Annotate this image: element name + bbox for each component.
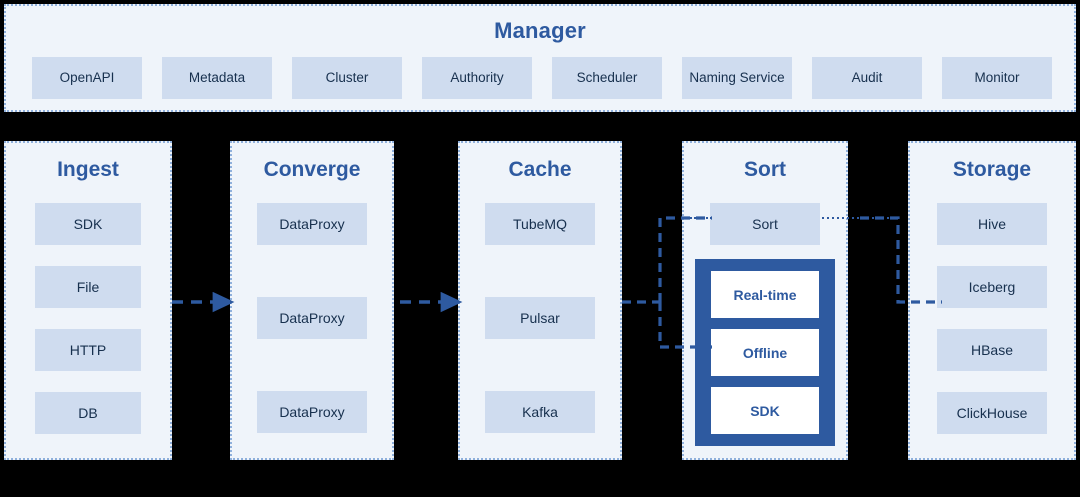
converge-item-list: DataProxy DataProxy DataProxy bbox=[232, 203, 392, 448]
manager-module-scheduler[interactable]: Scheduler bbox=[552, 57, 662, 99]
manager-module-list: OpenAPI Metadata Cluster Authority Sched… bbox=[32, 57, 1052, 99]
manager-module-metadata[interactable]: Metadata bbox=[162, 57, 272, 99]
ingest-item-sdk[interactable]: SDK bbox=[35, 203, 141, 245]
manager-module-naming-service[interactable]: Naming Service bbox=[682, 57, 792, 99]
converge-item-dataproxy-3[interactable]: DataProxy bbox=[257, 391, 367, 433]
column-ingest: Ingest SDK File HTTP DB bbox=[4, 141, 172, 460]
converge-item-dataproxy-2[interactable]: DataProxy bbox=[257, 297, 367, 339]
storage-item-hbase[interactable]: HBase bbox=[937, 329, 1047, 371]
manager-module-authority[interactable]: Authority bbox=[422, 57, 532, 99]
column-title-sort: Sort bbox=[744, 158, 786, 181]
cache-item-pulsar[interactable]: Pulsar bbox=[485, 297, 595, 339]
cache-item-tubemq[interactable]: TubeMQ bbox=[485, 203, 595, 245]
manager-module-openapi[interactable]: OpenAPI bbox=[32, 57, 142, 99]
column-title-converge: Converge bbox=[263, 158, 361, 181]
storage-item-hive[interactable]: Hive bbox=[937, 203, 1047, 245]
cache-item-kafka[interactable]: Kafka bbox=[485, 391, 595, 433]
sort-engine-sdk[interactable]: SDK bbox=[711, 387, 819, 434]
column-title-storage: Storage bbox=[952, 158, 1032, 181]
storage-item-iceberg[interactable]: Iceberg bbox=[937, 266, 1047, 308]
converge-item-dataproxy-1[interactable]: DataProxy bbox=[257, 203, 367, 245]
ingest-item-file[interactable]: File bbox=[35, 266, 141, 308]
storage-item-clickhouse[interactable]: ClickHouse bbox=[937, 392, 1047, 434]
column-title-ingest: Ingest bbox=[57, 158, 119, 181]
sort-engine-stack: Real-time Offline SDK bbox=[695, 259, 835, 446]
column-converge: Converge DataProxy DataProxy DataProxy bbox=[230, 141, 394, 460]
ingest-item-list: SDK File HTTP DB bbox=[6, 203, 170, 448]
sort-item-sort[interactable]: Sort bbox=[710, 203, 820, 245]
manager-panel: Manager OpenAPI Metadata Cluster Authori… bbox=[4, 4, 1076, 112]
manager-module-monitor[interactable]: Monitor bbox=[942, 57, 1052, 99]
sort-engine-real-time[interactable]: Real-time bbox=[711, 271, 819, 318]
column-cache: Cache TubeMQ Pulsar Kafka bbox=[458, 141, 622, 460]
cache-item-list: TubeMQ Pulsar Kafka bbox=[460, 203, 620, 448]
column-sort: Sort Sort Real-time Offline SDK bbox=[682, 141, 848, 460]
storage-item-list: Hive Iceberg HBase ClickHouse bbox=[910, 203, 1074, 448]
column-storage: Storage Hive Iceberg HBase ClickHouse bbox=[908, 141, 1076, 460]
ingest-item-db[interactable]: DB bbox=[35, 392, 141, 434]
manager-module-cluster[interactable]: Cluster bbox=[292, 57, 402, 99]
manager-module-audit[interactable]: Audit bbox=[812, 57, 922, 99]
ingest-item-http[interactable]: HTTP bbox=[35, 329, 141, 371]
sort-engine-offline[interactable]: Offline bbox=[711, 329, 819, 376]
column-title-cache: Cache bbox=[508, 158, 572, 181]
manager-title: Manager bbox=[494, 18, 586, 43]
